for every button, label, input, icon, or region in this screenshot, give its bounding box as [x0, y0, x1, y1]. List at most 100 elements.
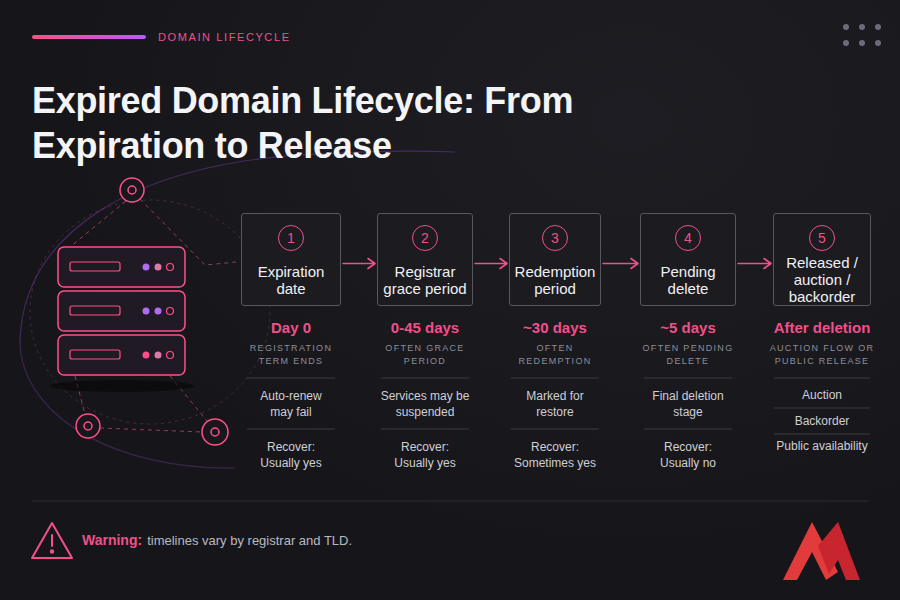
process-box: Redemption period 3	[509, 213, 601, 306]
separator-line	[774, 408, 870, 409]
timing-note: AUCTION FLOW OR PUBLIC RELEASE	[763, 342, 881, 368]
separator-line	[644, 429, 732, 430]
stage-description: Marked for restore	[512, 388, 598, 420]
separator-line	[511, 378, 599, 379]
status-light	[155, 264, 162, 271]
warning-text: timelines vary by registrar and TLD.	[147, 533, 352, 548]
status-light	[143, 308, 150, 315]
step-number: 1	[287, 231, 295, 245]
release-option: Public availability	[763, 438, 881, 454]
release-option: Backorder	[763, 413, 881, 429]
step-number: 4	[684, 231, 692, 245]
separator-line	[774, 378, 870, 379]
flow-arrow	[738, 259, 771, 269]
separator-line	[247, 429, 335, 430]
step-number: 5	[818, 231, 826, 245]
server-unit	[58, 247, 185, 287]
status-light	[167, 352, 174, 359]
separator-line	[381, 378, 469, 379]
server-stack	[58, 247, 185, 375]
status-light	[143, 352, 150, 359]
separator-line	[511, 429, 599, 430]
network-node-core	[211, 428, 219, 436]
warning-dot	[51, 550, 53, 552]
step-name-area: Registrar grace period	[378, 256, 472, 303]
drive-slot	[70, 350, 120, 359]
flow-arrow	[603, 259, 638, 269]
separator-line	[644, 378, 732, 379]
step-number-circle: 2	[412, 225, 438, 251]
timing-value: ~5 days	[628, 318, 748, 338]
step-number: 3	[551, 231, 559, 245]
step-name: Redemption period	[511, 263, 599, 297]
timing-note: REGISTRATION TERM ENDS	[238, 342, 344, 368]
network-node	[76, 414, 100, 438]
grid-dot	[859, 40, 865, 46]
brand-logo	[783, 522, 860, 580]
release-option: Auction	[763, 387, 881, 403]
warning-stroke	[51, 535, 53, 546]
step-name-area: Redemption period	[510, 256, 600, 303]
status-light	[167, 308, 174, 315]
status-light	[167, 264, 174, 271]
step-number-circle: 4	[675, 225, 701, 251]
section-kicker: DOMAIN LIFECYCLE	[158, 30, 378, 44]
step-name-area: Released / auction / backorder	[774, 256, 870, 303]
process-box: Released / auction / backorder 5	[773, 213, 871, 306]
step-number-circle: 5	[809, 225, 835, 251]
network-node	[202, 419, 228, 445]
separator-line	[381, 429, 469, 430]
drive-slot	[70, 306, 120, 315]
drive-slot	[70, 262, 120, 271]
warning-label: Warning:	[82, 532, 142, 548]
grid-dot	[843, 24, 849, 30]
process-box: Registrar grace period 2	[377, 213, 473, 306]
stage-description: Services may be suspended	[377, 388, 473, 420]
orbit-ring	[30, 200, 270, 424]
warning-triangle	[32, 523, 72, 558]
process-box: Pending delete 4	[640, 213, 736, 306]
column-separators	[247, 378, 870, 434]
timing-value: 0-45 days	[365, 318, 485, 338]
step-number-circle: 3	[542, 225, 568, 251]
warning-note: Warning: timelines vary by registrar and …	[82, 532, 352, 548]
step-name-area: Pending delete	[641, 256, 735, 303]
flow-arrow	[475, 259, 507, 269]
dot-grid	[843, 24, 881, 46]
logo-peak	[818, 522, 860, 580]
server-unit	[58, 291, 185, 331]
grid-dot	[859, 24, 865, 30]
stage-description: Final deletion stage	[645, 388, 731, 420]
accent-bar	[32, 35, 146, 39]
step-name: Registrar grace period	[381, 263, 469, 297]
footer-rule	[32, 501, 868, 502]
timing-note: OFTEN PENDING DELETE	[635, 342, 741, 368]
timing-note: OFTEN REDEMPTION	[502, 342, 608, 368]
recovery-note: Recover: Usually yes	[248, 439, 334, 471]
separator-line	[247, 378, 335, 379]
network-link	[70, 201, 126, 247]
stage-description: Auto-renew may fail	[251, 388, 331, 420]
recovery-note: Recover: Sometimes yes	[512, 439, 598, 471]
step-number: 2	[421, 231, 429, 245]
separator-line	[774, 434, 870, 435]
step-name: Pending delete	[644, 263, 732, 297]
step-name: Expiration date	[247, 263, 335, 297]
grid-dot	[843, 40, 849, 46]
grid-dot	[875, 24, 881, 30]
status-light	[155, 352, 162, 359]
recovery-note: Recover: Usually no	[645, 439, 731, 471]
diagram-title: Expired Domain Lifecycle: From Expiratio…	[32, 78, 612, 168]
timing-note: OFTEN GRACE PERIOD	[372, 342, 478, 368]
network-node-core	[128, 186, 136, 194]
step-name: Released / auction / backorder	[778, 254, 866, 305]
flow-arrow	[343, 259, 375, 269]
network-node	[120, 178, 144, 202]
timing-value: After deletion	[757, 318, 887, 338]
server-unit	[58, 335, 185, 375]
process-box: Expiration date 1	[241, 213, 341, 306]
network-node-core	[84, 422, 92, 430]
status-light	[155, 308, 162, 315]
timing-value: ~30 days	[495, 318, 615, 338]
